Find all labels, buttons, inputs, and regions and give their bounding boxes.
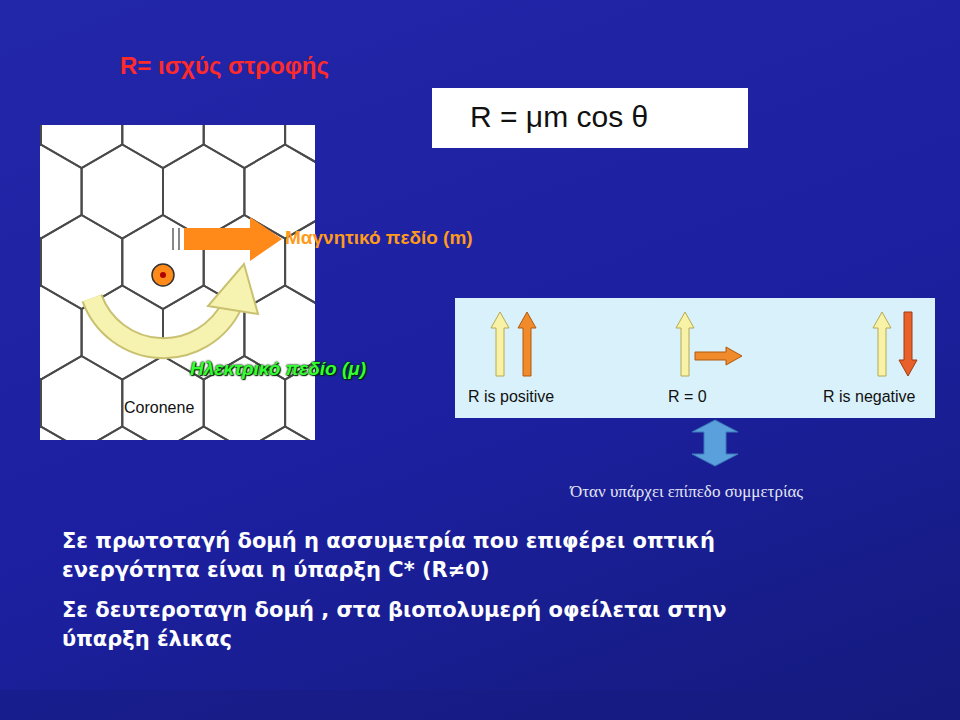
sign-panel [455,298,935,418]
hexagon-ring [40,286,82,380]
arrow-symbol [518,312,536,376]
curved-arrow-head [208,264,258,314]
hexagon-ring [122,125,203,168]
arrow-symbol [184,217,282,261]
sign-label: R = 0 [668,388,707,406]
sign-label: R is negative [823,388,916,406]
hexagon-ring [40,145,82,239]
symmetry-note: Όταν υπάρχει επίπεδο συμμετρίας [570,482,803,502]
formula: R = μm cos θ [470,100,648,134]
molecule-name: Coronene [124,399,194,417]
arrow-symbols [92,217,917,466]
hexagon-ring [204,125,285,168]
field-dot [152,264,174,286]
hexagon-ring [41,125,122,168]
arrow-symbol [491,312,509,376]
sign-box: R is positive R = 0 R is negative [455,298,935,418]
hexagon-ring [163,145,244,239]
body-text: Σε δευτεροταγη δομή , στα βιοπολυμερή οφ… [62,596,782,655]
body-text: Σε πρωτοταγή δομή η ασσυμετρία που επιφέ… [62,527,782,586]
slide-title: R= ισχύς στροφής [120,52,329,80]
bar-mark [178,228,180,250]
formula-box: R = μm cos θ [432,88,748,148]
arrow-symbol [873,312,891,376]
swirl-band [0,690,960,720]
double-arrow [692,420,738,466]
coronene-panel [40,125,315,440]
arrow-symbol [695,347,742,365]
hexagon-ring [40,427,82,441]
molecule-box: Coronene [40,125,315,440]
hexagon-ring [41,215,122,309]
field-dot-center [160,272,166,278]
hexagon-ring [82,145,163,239]
arrow-symbol [676,312,694,376]
hexagon-ring [163,427,244,441]
hexagon-grid [40,125,315,440]
formula-panel [432,88,748,148]
sign-label: R is positive [468,388,554,406]
bar-mark [172,228,174,250]
arrow-symbol [899,312,917,376]
field-label: Μαγνητικό πεδίο (m) [285,227,473,249]
field-label: Ηλεκτρικό πεδίο (μ) [190,358,366,380]
hexagon-ring [82,427,163,441]
hexagon-ring [41,356,122,440]
hexagon-ring [244,427,315,441]
